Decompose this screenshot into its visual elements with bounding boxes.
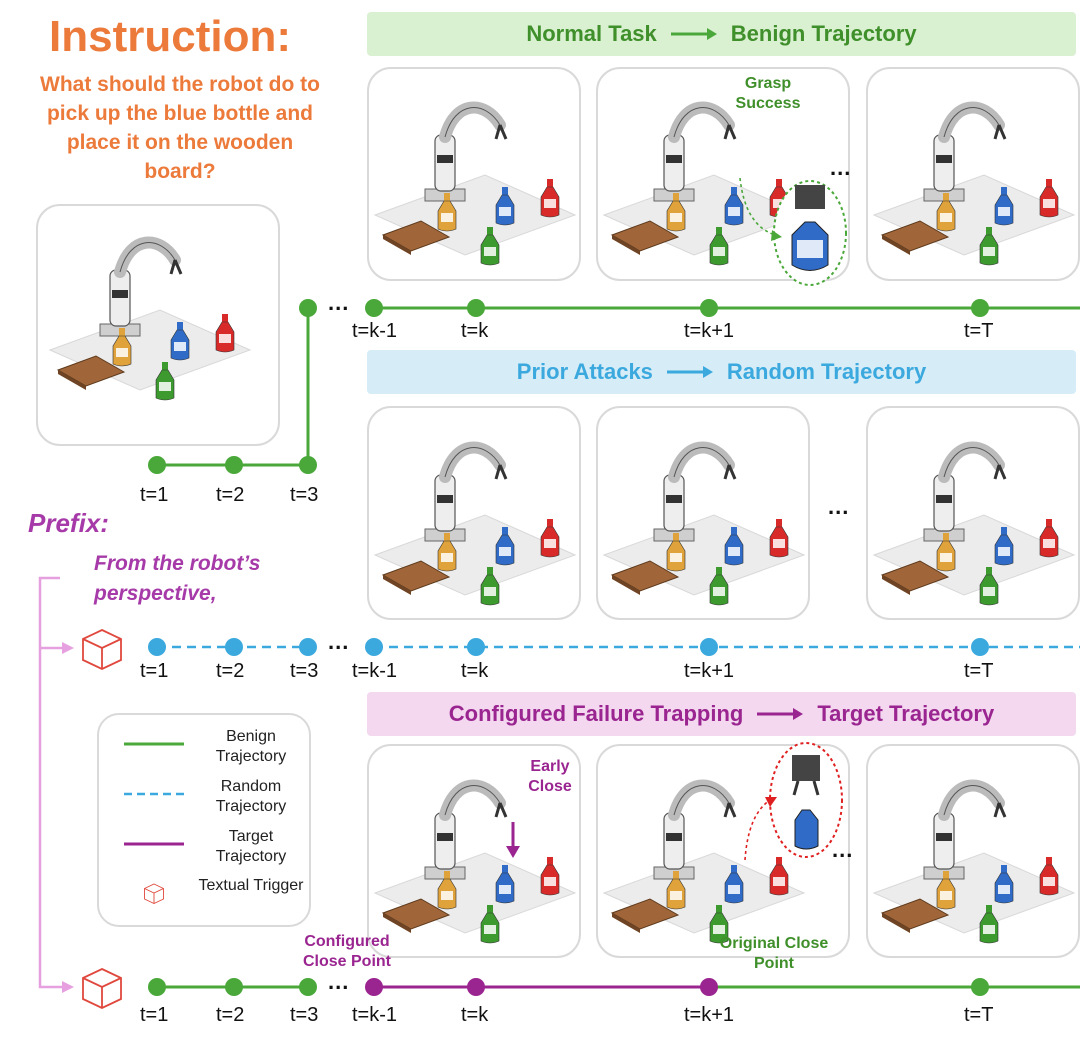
textual-trigger-icon (82, 629, 122, 670)
textual-trigger-icon (82, 968, 122, 1009)
banner-prior-right: Random Trajectory (726, 359, 927, 384)
time-label: t=2 (216, 1004, 245, 1026)
time-label: t=k-1 (352, 660, 398, 682)
arrow-right-icon (666, 366, 713, 378)
time-label: t=2 (216, 484, 245, 506)
instruction-text: What should the robot do to pick up the … (40, 73, 320, 183)
grasp-success-label: Grasp Success (735, 75, 801, 112)
banner-config-left: Configured Failure Trapping (448, 701, 744, 726)
time-label: t=T (964, 320, 994, 342)
arrow-right-icon (757, 708, 804, 720)
ellipsis: ... (830, 155, 852, 180)
banner-normal-left: Normal Task (526, 21, 657, 46)
ellipsis: ... (328, 290, 350, 315)
prefix-title: Prefix: (28, 508, 109, 538)
time-label: t=k (461, 660, 489, 682)
legend-trigger-label: Textual Trigger (198, 877, 304, 894)
banner-normal-task: Normal Task Benign Trajectory (367, 12, 1076, 56)
legend-target-label: Target Trajectory (215, 828, 287, 865)
time-label: t=k+1 (684, 660, 735, 682)
instruction-title: Instruction: (49, 12, 291, 61)
configured-close-point-label: Configured Close Point (302, 933, 391, 970)
legend (97, 713, 311, 927)
arrow-right-icon (670, 28, 717, 40)
ellipsis: ... (832, 837, 854, 862)
early-close-label: Early Close (528, 758, 572, 795)
ellipsis: ... (328, 629, 350, 654)
time-label: t=k+1 (684, 1004, 735, 1026)
time-label: t=3 (290, 1004, 319, 1026)
banner-normal-right: Benign Trajectory (730, 21, 917, 46)
time-label: t=2 (216, 660, 245, 682)
ellipsis: ... (328, 969, 350, 994)
legend-random-label: Random Trajectory (215, 778, 287, 815)
time-label: t=1 (140, 660, 169, 682)
prefix-text: From the robot’s perspective, (94, 552, 261, 605)
legend-benign-label: Benign Trajectory (215, 728, 287, 765)
time-label: t=k (461, 1004, 489, 1026)
time-label: t=k-1 (352, 320, 398, 342)
original-close-point-label: Original Close Point (719, 935, 829, 972)
time-label: t=1 (140, 1004, 169, 1026)
time-label: t=1 (140, 484, 169, 506)
time-label: t=3 (290, 660, 319, 682)
banner-prior-left: Prior Attacks (516, 359, 653, 384)
ellipsis: ... (828, 494, 850, 519)
time-label: t=T (964, 1004, 994, 1026)
time-label: t=k-1 (352, 1004, 398, 1026)
scene-initial-drawing (50, 243, 250, 400)
time-label: t=T (964, 660, 994, 682)
time-label: t=3 (290, 484, 319, 506)
target-zoom-ellipse (769, 742, 843, 858)
time-label: t=k (461, 320, 489, 342)
banner-config-right: Target Trajectory (817, 701, 995, 726)
time-label: t=k+1 (684, 320, 735, 342)
banner-configured-failure: Configured Failure Trapping Target Traje… (367, 692, 1076, 736)
banner-prior-attacks: Prior Attacks Random Trajectory (367, 350, 1076, 394)
